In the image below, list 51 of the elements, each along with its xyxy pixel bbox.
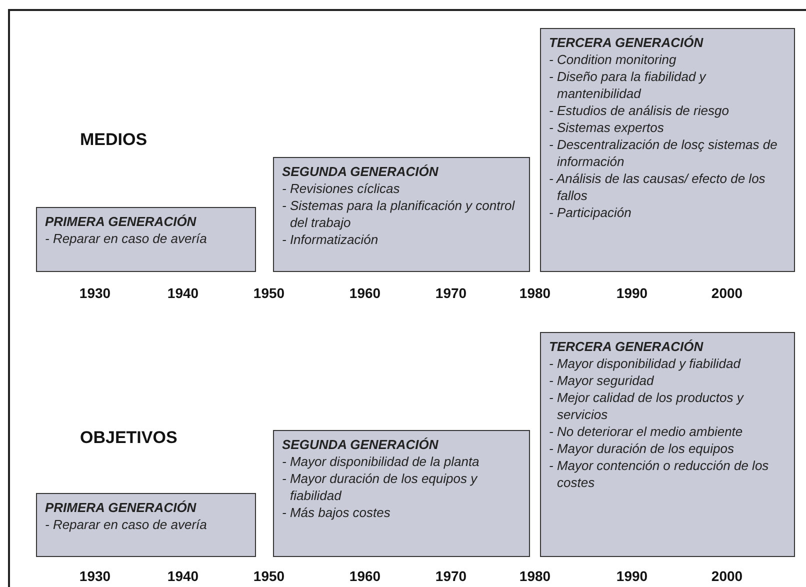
list-item: - Mayor duración de los equipos y fiabilidad [282,470,479,504]
year-label: 1960 [348,285,382,301]
list-item: - Sistemas para la planificación y control del trabajo [282,197,516,231]
list-item: - Revisiones cíclicas [282,180,401,197]
list-item: - No deteriorar el medio ambiente [549,423,744,440]
year-label: 1940 [166,285,200,301]
list-item: - Mejor calidad de los productos y servicios [549,389,745,423]
list-item: - Estudios de análisis de riesgo [549,102,730,119]
year-label: 2000 [710,568,744,584]
year-label: 1960 [348,568,382,584]
list-item: - Más bajos costes [282,504,392,521]
box-heading: TERCERA GENERACIÓN [549,34,704,51]
box-heading: PRIMERA GENERACIÓN [45,213,198,230]
list-item: - Mayor contención o reducción de los costes [549,457,770,491]
list-item: - Condition monitoring [549,51,678,68]
year-label: 1990 [615,568,649,584]
year-label: 1950 [252,285,286,301]
generation-box [273,157,530,272]
box-heading: SEGUNDA GENERACIÓN [282,163,440,180]
year-label: 1970 [434,568,468,584]
box-heading: TERCERA GENERACIÓN [549,338,704,355]
box-heading: PRIMERA GENERACIÓN [45,499,198,516]
year-label: 1980 [518,285,552,301]
list-item: - Análisis de las causas/ efecto de los fallos [549,170,766,204]
list-item: - Diseño para la fiabilidad y mantenibilidad [549,68,708,102]
list-item: - Mayor disponibilidad de la planta [282,453,480,470]
year-label: 1930 [78,568,112,584]
list-item: - Mayor seguridad [549,372,655,389]
list-item: - Participación [549,204,632,221]
list-item: - Descentralización de losç sistemas de información [549,136,778,170]
list-item: - Sistemas expertos [549,119,665,136]
generation-box [36,493,256,557]
list-item: - Mayor duración de los equipos [549,440,735,457]
section-heading: OBJETIVOS [80,428,178,448]
year-label: 1950 [252,568,286,584]
list-item: - Mayor disponibilidad y fiabilidad [549,355,742,372]
section-heading: MEDIOS [80,130,148,150]
year-label: 1930 [78,285,112,301]
year-label: 1940 [166,568,200,584]
year-label: 1980 [518,568,552,584]
year-label: 1970 [434,285,468,301]
generation-box [36,207,256,272]
generation-box [273,430,530,557]
generation-box [540,28,795,272]
list-item: - Informatización [282,231,380,248]
year-label: 2000 [710,285,744,301]
generation-box [540,332,795,557]
year-label: 1990 [615,285,649,301]
box-heading: SEGUNDA GENERACIÓN [282,436,440,453]
list-item: - Reparar en caso de avería [45,230,208,247]
list-item: - Reparar en caso de avería [45,516,208,533]
